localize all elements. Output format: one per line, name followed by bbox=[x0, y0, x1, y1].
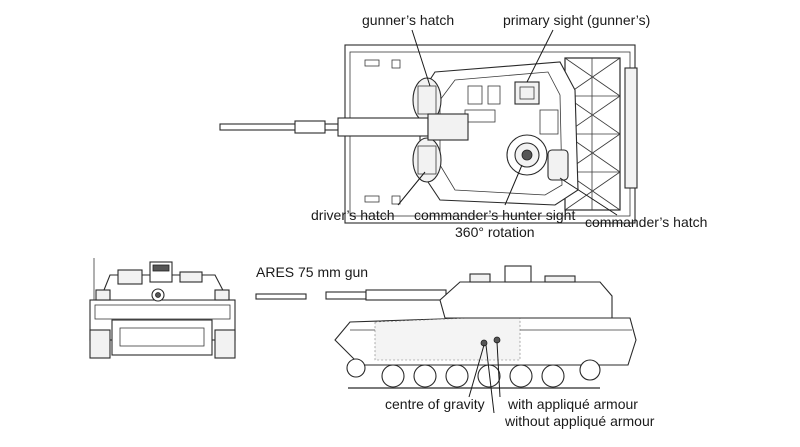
side-turret bbox=[439, 281, 613, 319]
leader-commanders-sight bbox=[504, 164, 523, 206]
label-rotation: 360° rotation bbox=[455, 224, 535, 240]
drivers-hatch-shape bbox=[412, 137, 442, 183]
leader-drivers-hatch bbox=[397, 171, 426, 206]
label-with-applique: with appliqué armour bbox=[508, 396, 638, 412]
primary-sight-box bbox=[514, 81, 540, 105]
label-primary-sight: primary sight (gunner’s) bbox=[503, 12, 651, 28]
side-gun-barrel bbox=[365, 289, 447, 301]
side-view bbox=[255, 265, 637, 389]
side-commander-sight bbox=[504, 265, 532, 283]
loose-gun-barrel-right bbox=[325, 291, 367, 300]
label-gun: ARES 75 mm gun bbox=[256, 264, 369, 280]
leader-gunners-hatch bbox=[411, 29, 431, 87]
leader-with-applique bbox=[496, 341, 501, 398]
top-view bbox=[219, 44, 638, 224]
label-commanders-hatch: commander’s hatch bbox=[585, 214, 708, 230]
leader-commanders-hatch bbox=[559, 177, 618, 216]
loose-gun-barrel-left bbox=[255, 293, 307, 300]
label-without-applique: without appliqué armour bbox=[505, 413, 655, 429]
leader-cog bbox=[468, 344, 485, 398]
roadwheels bbox=[346, 358, 601, 388]
label-centre-of-gravity: centre of gravity bbox=[385, 396, 485, 412]
label-commanders-hunter-sight: commander’s hunter sight bbox=[414, 207, 576, 223]
front-view bbox=[89, 258, 236, 359]
label-drivers-hatch: driver’s hatch bbox=[311, 207, 395, 223]
label-gunners-hatch: gunner’s hatch bbox=[362, 12, 455, 28]
top-gun-mantlet bbox=[337, 117, 429, 137]
commanders-hatch-shape bbox=[547, 149, 569, 181]
top-view-rear-plate bbox=[624, 67, 638, 189]
leader-lines bbox=[397, 29, 618, 414]
applique-armour-region bbox=[374, 317, 521, 361]
leader-without-applique bbox=[485, 344, 495, 414]
leader-primary-sight bbox=[526, 29, 554, 83]
